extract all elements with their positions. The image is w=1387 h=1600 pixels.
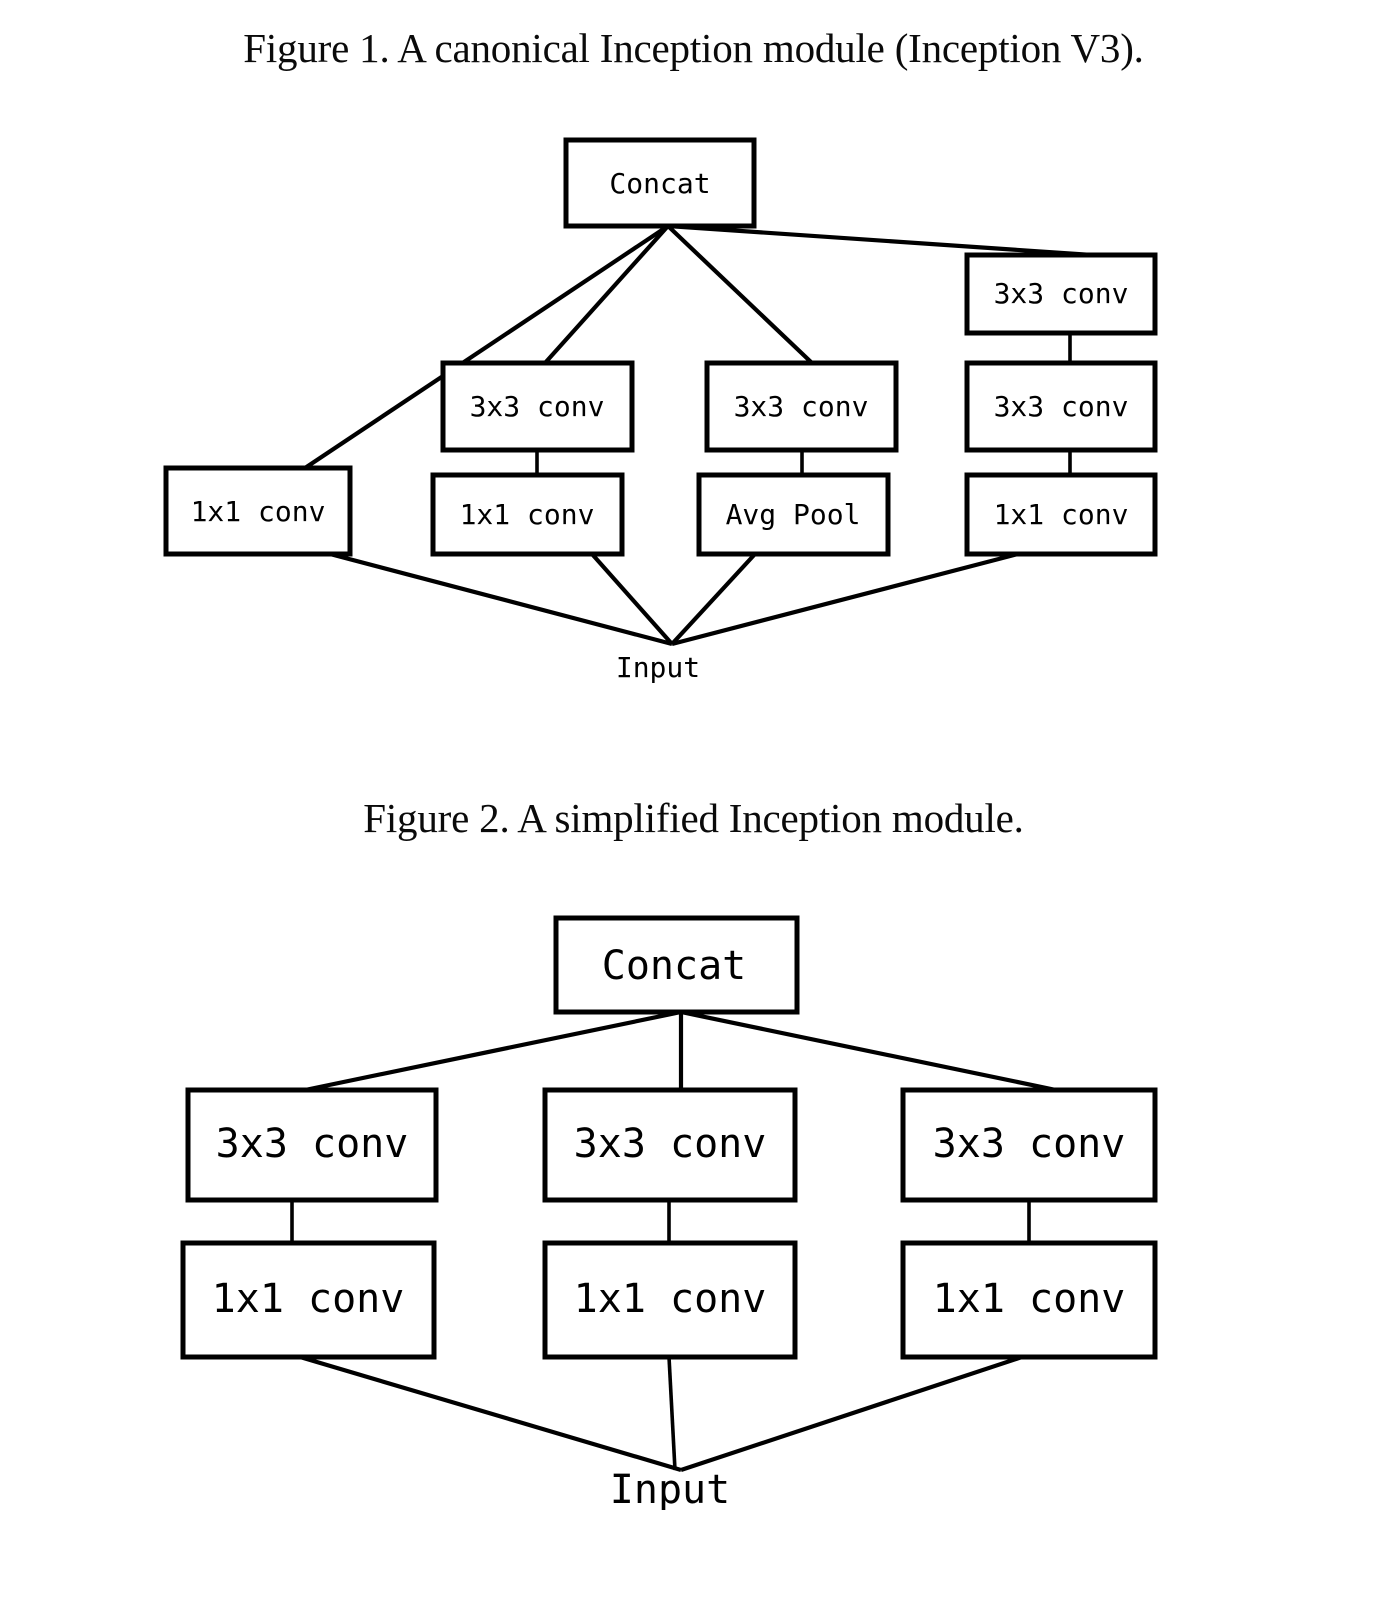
node-box: [163, 465, 353, 557]
node-branch4-1x1-conv-figure-1[interactable]: 1x1 conv: [964, 472, 1158, 557]
node-label: 3x3 conv: [933, 1121, 1126, 1167]
node-input-figure-1: Input: [616, 651, 700, 684]
figure-1-input-edges: [329, 551, 1019, 647]
node-label: 1x1 conv: [212, 1276, 405, 1322]
edge-concat-to-branch4: [667, 223, 1093, 258]
edge-input-to-branch2: [590, 552, 674, 646]
node-concat-figure-2[interactable]: Concat: [553, 915, 800, 1015]
node-branch2-1x1-conv-figure-1[interactable]: 1x1 conv: [430, 472, 625, 557]
node-label: Avg Pool: [726, 498, 861, 531]
figure-2-branch-edges: [290, 1200, 1031, 1243]
node-branch2-3x3-conv-figure-2[interactable]: 3x3 conv: [542, 1087, 798, 1203]
node-label: 3x3 conv: [994, 390, 1129, 423]
node-branch1-1x1-conv-figure-1[interactable]: 1x1 conv: [163, 465, 353, 557]
node-box: [542, 1087, 798, 1203]
node-box: [900, 1087, 1158, 1203]
node-box: [964, 472, 1158, 557]
node-branch1-3x3-conv-figure-2[interactable]: 3x3 conv: [185, 1087, 439, 1203]
edge-input-to-branch4: [671, 551, 1019, 647]
figure-2-concat-edges: [304, 1009, 1057, 1093]
node-label: Concat: [609, 167, 710, 200]
edge-input-to-branch3: [680, 1355, 1023, 1472]
node-label: 3x3 conv: [574, 1121, 767, 1167]
node-input-figure-2: Input: [610, 1467, 730, 1510]
node-label: 1x1 conv: [574, 1276, 767, 1322]
figure-2-input-edges: [299, 1354, 1023, 1473]
node-box: [704, 360, 899, 453]
node-box: [440, 360, 635, 453]
node-box: [964, 360, 1158, 453]
edge-concat-to-branch1: [304, 1009, 682, 1093]
node-branch3-3x3-conv-figure-2[interactable]: 3x3 conv: [900, 1087, 1158, 1203]
node-branch1-1x1-conv-figure-2[interactable]: 1x1 conv: [180, 1240, 437, 1360]
edge-input-to-branch2: [667, 1356, 677, 1471]
edge-concat-to-branch2: [543, 224, 670, 365]
node-box: [964, 252, 1158, 336]
node-branch3-3x3-conv-figure-1[interactable]: 3x3 conv: [704, 360, 899, 453]
edge-input-to-branch3: [670, 552, 757, 646]
node-branch3-1x1-conv-figure-2[interactable]: 1x1 conv: [900, 1240, 1158, 1360]
node-branch2-1x1-conv-figure-2[interactable]: 1x1 conv: [542, 1240, 798, 1360]
node-label: 3x3 conv: [734, 390, 869, 423]
node-box: [563, 137, 757, 229]
node-label: 1x1 conv: [994, 498, 1129, 531]
node-label: 3x3 conv: [994, 277, 1129, 310]
figure-2-caption: Figure 2. A simplified Inception module.: [363, 795, 1024, 841]
edge-concat-to-branch3: [666, 224, 814, 365]
figure-2-diagram: Concat 3x3 conv 1x1 conv 3x3 conv 1x1 co…: [180, 915, 1158, 1510]
edge-input-to-branch1: [329, 551, 673, 647]
node-label: 1x1 conv: [933, 1276, 1126, 1322]
input-label: Input: [616, 651, 700, 684]
node-box: [430, 472, 625, 557]
input-label: Input: [610, 1467, 730, 1510]
node-label: 1x1 conv: [460, 498, 595, 531]
node-branch4-3x3-conv-mid-figure-1[interactable]: 3x3 conv: [964, 360, 1158, 453]
edge-concat-to-branch1: [303, 224, 670, 470]
figure-1-branch-edges: [535, 333, 1072, 475]
node-branch4-3x3-conv-top-figure-1[interactable]: 3x3 conv: [964, 252, 1158, 336]
edge-concat-to-branch3: [680, 1009, 1057, 1093]
edge-input-to-branch1: [299, 1354, 682, 1473]
node-label: 3x3 conv: [216, 1121, 409, 1167]
figure-1-caption: Figure 1. A canonical Inception module (…: [243, 25, 1144, 71]
figure-1-concat-edges: [303, 223, 1093, 470]
node-concat-figure-1[interactable]: Concat: [563, 137, 757, 229]
node-box: [900, 1240, 1158, 1360]
figure-1-diagram: Concat 1x1 conv 3x3 conv 1x1 conv 3x3 co…: [163, 137, 1158, 684]
node-label: Concat: [602, 943, 747, 989]
node-label: 3x3 conv: [470, 390, 605, 423]
node-box: [185, 1087, 439, 1203]
node-box: [553, 915, 800, 1015]
node-branch2-3x3-conv-figure-1[interactable]: 3x3 conv: [440, 360, 635, 453]
node-label: 1x1 conv: [191, 495, 326, 528]
node-box: [180, 1240, 437, 1360]
node-box: [542, 1240, 798, 1360]
node-box: [696, 472, 891, 557]
node-branch3-avg-pool-figure-1[interactable]: Avg Pool: [696, 472, 891, 557]
